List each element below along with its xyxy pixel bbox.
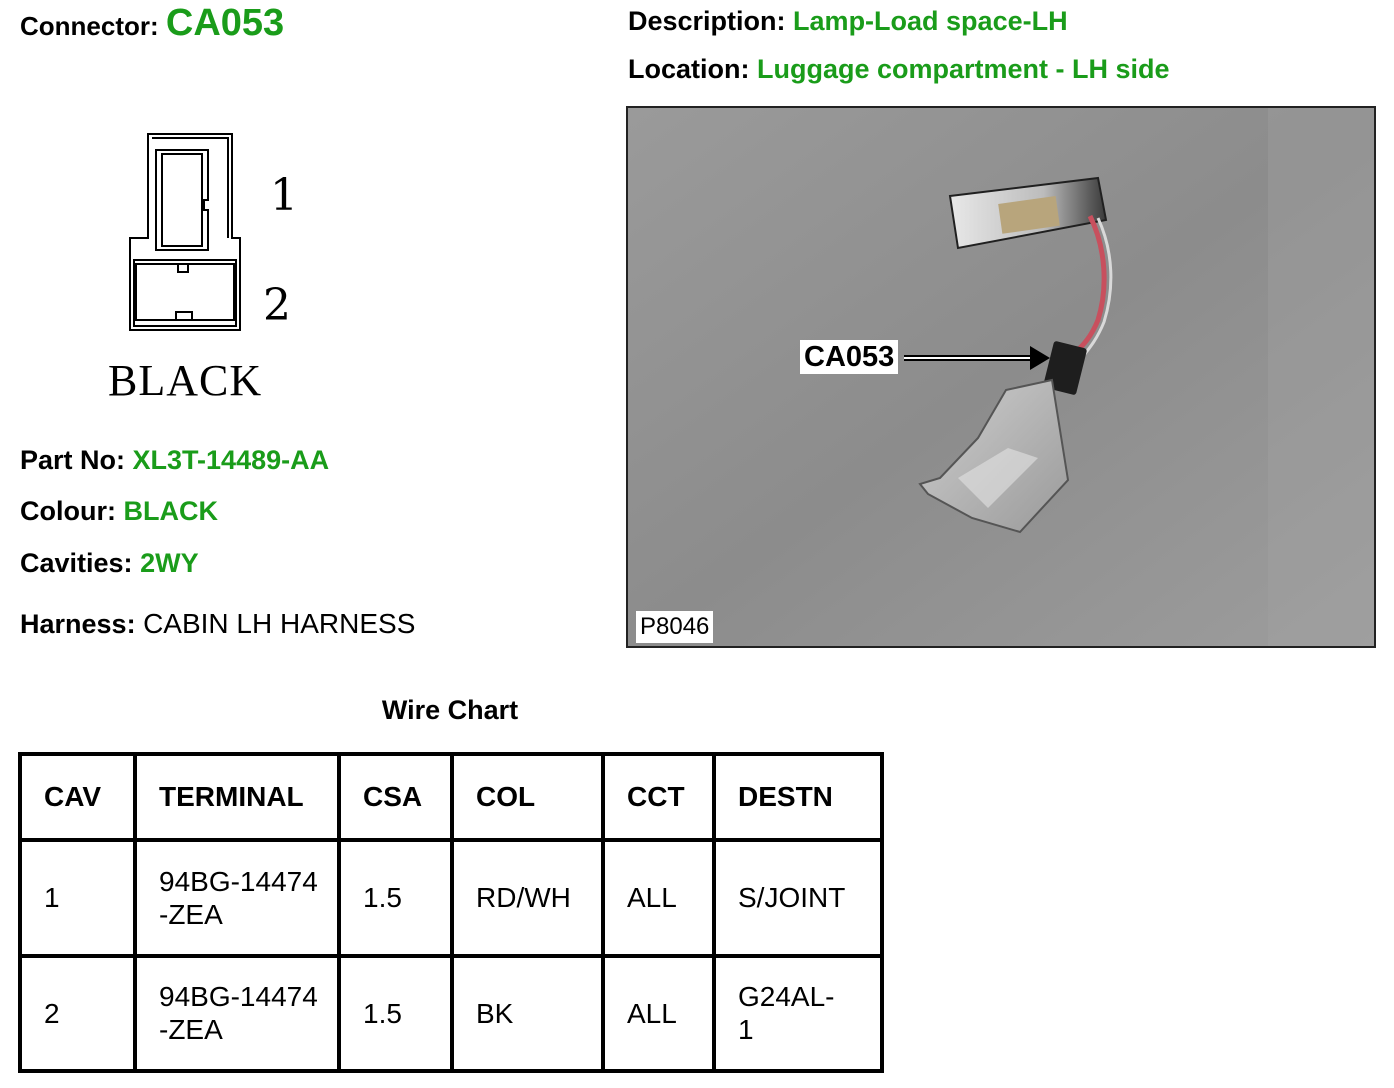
photo-reference-label: P8046 [636,611,714,643]
cell-destn-text: G24AL-1 [738,981,835,1046]
table-header-row: CAV TERMINAL CSA COL CCT DESTN [18,752,884,842]
cell-terminal: 94BG-14474-ZEA [133,838,341,958]
cell-destn: S/JOINT [712,838,884,958]
diagram-colour-label: BLACK [108,356,263,405]
pin-2-label: 2 [263,280,291,331]
cell-terminal: 94BG-14474-ZEA [133,953,341,1073]
harness-value: CABIN LH HARNESS [143,608,416,639]
description-value: Lamp-Load space-LH [793,6,1068,36]
description-label: Description: [628,6,786,36]
connector-pin-diagram [129,133,241,331]
cell-destn: G24AL-1 [712,953,884,1073]
location-value: Luggage compartment - LH side [757,54,1170,84]
cell-csa: 1.5 [337,953,454,1073]
connector-heading: Connector: CA053 [20,2,284,45]
connector-label: Connector: [20,11,159,41]
location-label: Location: [628,54,750,84]
header-terminal: TERMINAL [133,752,341,842]
wire-chart-title: Wire Chart [381,695,519,725]
header-cct: CCT [601,752,716,842]
description-heading: Description: Lamp-Load space-LH [628,6,1068,37]
cavities-row: Cavities: 2WY [20,548,199,579]
header-destn: DESTN [712,752,884,842]
header-col: COL [450,752,605,842]
part-number-label: Part No: [20,445,126,475]
cell-terminal-text: 94BG-14474-ZEA [159,865,318,930]
harness-row: Harness: CABIN LH HARNESS [20,608,415,640]
cell-col: BK [450,953,605,1073]
cell-terminal-text: 94BG-14474-ZEA [159,981,318,1046]
cell-cct: ALL [601,838,716,958]
header-cav: CAV [18,752,137,842]
photo-callout-label: CA053 [800,340,899,374]
header-csa: CSA [337,752,454,842]
cell-col: RD/WH [450,838,605,958]
location-photo-illustration [628,108,1374,646]
colour-value: BLACK [123,496,219,526]
cell-csa: 1.5 [337,838,454,958]
location-heading: Location: Luggage compartment - LH side [628,54,1170,85]
pin-1-label: 1 [270,170,298,221]
part-number-value: XL3T-14489-AA [132,445,330,475]
cavities-label: Cavities: [20,548,133,578]
colour-label: Colour: [20,496,116,526]
cell-cct: ALL [601,953,716,1073]
cell-destn-text: S/JOINT [738,882,846,914]
table-row: 2 94BG-14474-ZEA 1.5 BK ALL G24AL-1 [18,953,884,1073]
colour-row: Colour: BLACK [20,496,218,527]
connector-id: CA053 [165,2,285,44]
location-photo: CA053 P8046 [626,106,1376,648]
wire-chart-table: CAV TERMINAL CSA COL CCT DESTN 1 94BG-14… [18,752,884,1073]
part-number-row: Part No: XL3T-14489-AA [20,445,329,476]
cell-cav: 2 [18,953,137,1073]
cavities-value: 2WY [140,548,199,578]
cell-cav: 1 [18,838,137,958]
table-row: 1 94BG-14474-ZEA 1.5 RD/WH ALL S/JOINT [18,838,884,958]
harness-label: Harness: [20,609,136,639]
